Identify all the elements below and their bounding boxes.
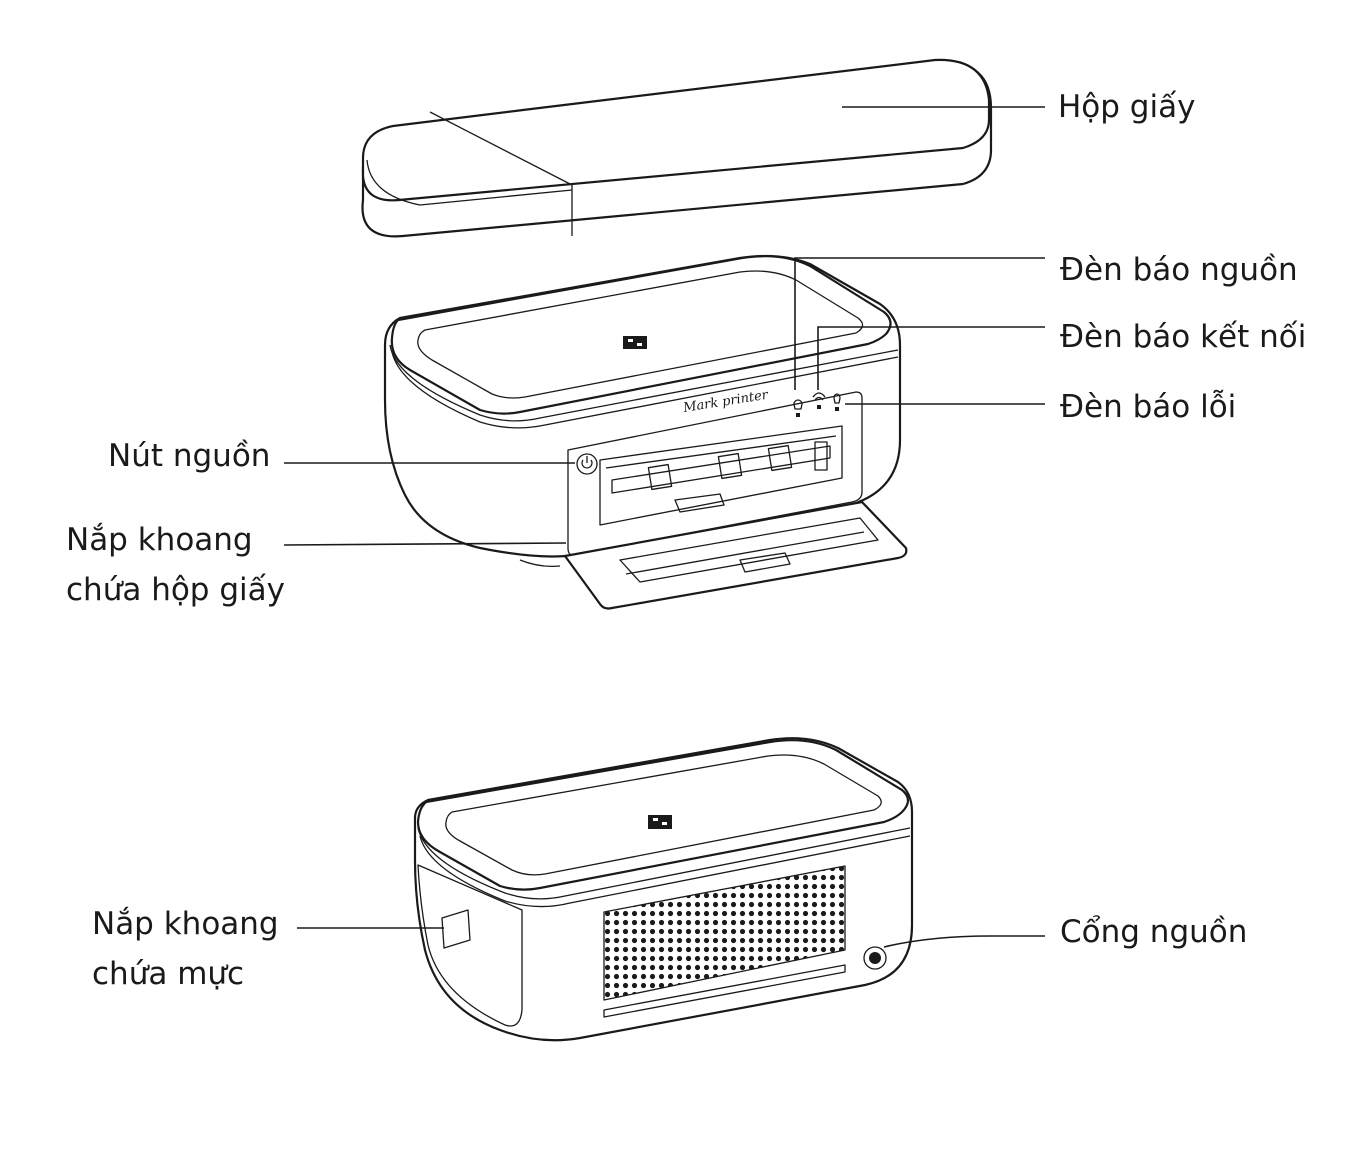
error-led-icon — [833, 393, 841, 411]
power-button-icon[interactable] — [576, 453, 598, 475]
power-led-icon — [793, 399, 803, 417]
paper-rollers — [611, 441, 831, 513]
printer-rear — [413, 737, 914, 1042]
label-power-port: Cổng nguồn — [1060, 914, 1247, 950]
label-power-led: Đèn báo nguồn — [1060, 252, 1298, 288]
label-ink-cover-line2: chứa mực — [92, 956, 244, 992]
label-paper-cover-line2: chứa hộp giấy — [66, 572, 285, 608]
label-paper-box: Hộp giấy — [1058, 89, 1195, 125]
label-error-led: Đèn báo lỗi — [1060, 389, 1236, 425]
labels: Hộp giấy Đèn báo nguồn Đèn báo kết nối Đ… — [66, 89, 1306, 992]
connection-led-icon — [812, 392, 826, 409]
paper-tray-door[interactable] — [563, 500, 908, 610]
label-ink-cover-line1: Nắp khoang — [92, 906, 279, 942]
label-connection-led: Đèn báo kết nối — [1060, 319, 1306, 355]
logo-icon — [623, 336, 647, 349]
label-paper-cover-line1: Nắp khoang — [66, 522, 253, 558]
ink-compartment-cover[interactable] — [417, 864, 523, 1027]
label-power-button: Nút nguồn — [108, 438, 270, 474]
power-port-icon[interactable] — [863, 946, 887, 970]
paper-cassette — [361, 58, 993, 238]
printer-front: Mark printer — [383, 254, 908, 610]
leader-lines — [283, 106, 1045, 948]
logo-icon-rear — [648, 815, 672, 829]
vent-grille — [603, 865, 846, 1018]
